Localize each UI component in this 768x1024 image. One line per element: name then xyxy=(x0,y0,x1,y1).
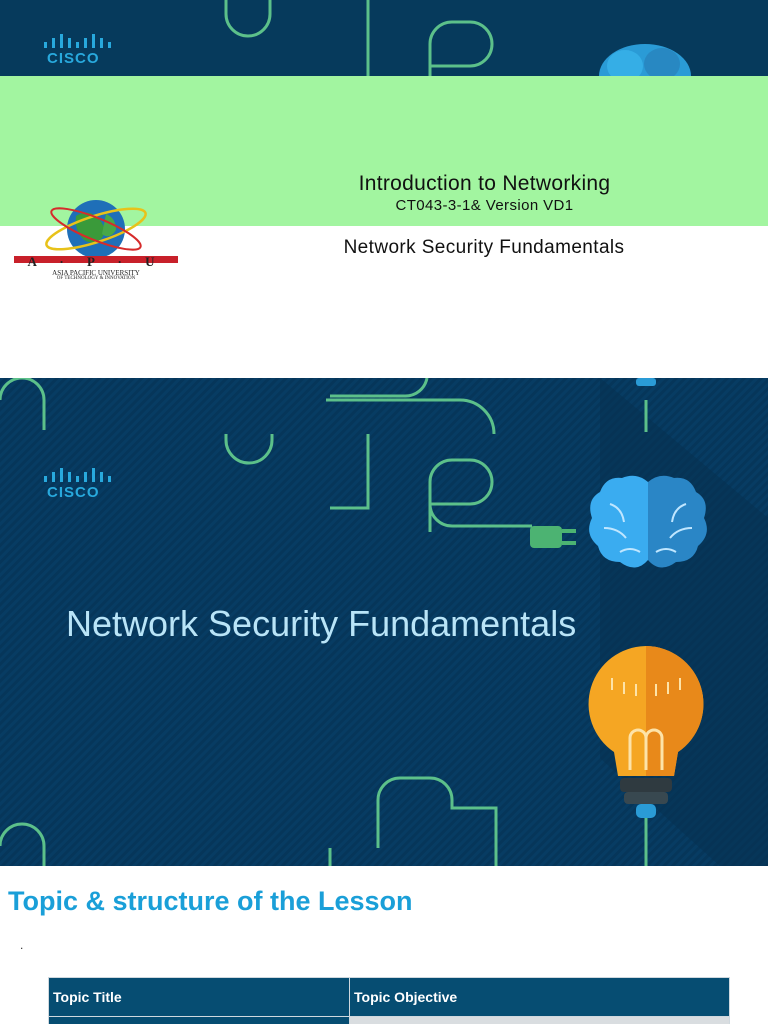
university-logo-letters: A · P · U xyxy=(27,254,165,269)
cisco-logo-icon: CISCO xyxy=(42,468,112,501)
topic-table: Topic Title Topic Objective xyxy=(48,977,730,1024)
column-header-topic-title: Topic Title xyxy=(48,977,350,1017)
column-header-topic-objective: Topic Objective xyxy=(349,977,730,1017)
circuit-lines-decoration xyxy=(224,0,691,76)
cisco-wordmark: CISCO xyxy=(47,484,100,501)
globe-logo-icon xyxy=(14,200,178,263)
slide1-header-band: CISCO xyxy=(0,0,768,76)
slide-heading: Topic & structure of the Lesson xyxy=(8,886,413,916)
section-slide: CISCO Network Security Fundamentals xyxy=(0,378,768,866)
table-cell xyxy=(48,1016,350,1024)
cisco-wordmark: CISCO xyxy=(47,50,100,67)
cisco-logo-icon: CISCO xyxy=(42,34,112,67)
table-row xyxy=(48,1016,730,1024)
section-title: Network Security Fundamentals xyxy=(66,603,577,644)
course-code: CT043-3-1& Version VD1 xyxy=(395,197,574,214)
university-logo-line2: OF TECHNOLOGY & INNOVATION xyxy=(56,276,136,281)
course-title: Introduction to Networking xyxy=(358,172,611,195)
brain-icon xyxy=(589,475,707,568)
university-logo: A · P · U ASIA PACIFIC UNIVERSITY OF TEC… xyxy=(10,196,182,286)
lesson-structure-slide: Topic & structure of the Lesson . Topic … xyxy=(0,866,768,1024)
title-slide: CISCO Introduction to Networking CT043-3… xyxy=(0,0,768,378)
lesson-topic: Network Security Fundamentals xyxy=(343,237,625,258)
university-logo-line1: ASIA PACIFIC UNIVERSITY xyxy=(52,269,140,277)
bullet-marker: . xyxy=(20,938,24,952)
table-header-row: Topic Title Topic Objective xyxy=(48,977,730,1017)
lightbulb-icon xyxy=(588,646,704,818)
table-cell xyxy=(349,1016,730,1024)
brain-icon xyxy=(599,44,691,76)
circuit-lines-decoration xyxy=(0,378,768,866)
plug-icon xyxy=(530,526,576,548)
title-band xyxy=(0,76,768,226)
